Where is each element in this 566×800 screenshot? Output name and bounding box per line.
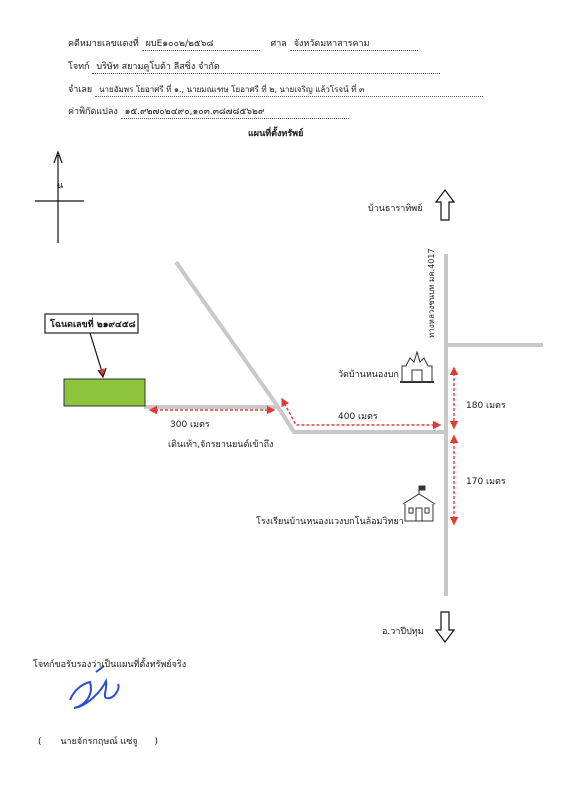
- up-arrow-icon: [434, 189, 456, 221]
- coordinate-line: ค่าพิกัดแปลง ๑๕.๙๒๗๐๒๔๙๐,๑๐๓.๓๘๗๘๕๖๒๙: [68, 104, 349, 119]
- defendant-label: จำเลย: [68, 85, 93, 95]
- north-arrow-icon: [35, 150, 84, 243]
- access-note: เดินเท้า,จักรยานยนต์เข้าถึง: [168, 440, 274, 450]
- school-icon: [402, 485, 436, 522]
- parcel-block: [63, 378, 146, 407]
- signer-paren-open: (: [38, 737, 42, 747]
- signature-accent: [95, 665, 105, 673]
- distance-label-180: 180 เมตร: [466, 401, 506, 411]
- certification-text: โจทก์ขอรับรองว่าเป็นแผนที่ตั้งทรัพย์จริง: [33, 660, 187, 670]
- court-value: จังหวัดมหาสารคาม: [289, 36, 418, 51]
- defendant-value: นายอัมพร โยอาศรี ที่ ๑., นายมณเฑษ โยอาศร…: [95, 83, 484, 97]
- coordinate-label: ค่าพิกัดแปลง: [68, 107, 118, 117]
- direction-south-label: อ.วาปีปทุม: [382, 627, 424, 637]
- map-title: แผนที่ตั้งทรัพย์: [248, 129, 304, 139]
- signature-mark: [69, 677, 120, 709]
- defendant-line: จำเลย นายอัมพร โยอาศรี ที่ ๑., นายมณเฑษ …: [68, 82, 484, 97]
- plaintiff-label: โจทก์: [68, 62, 90, 72]
- road-label: ทางหลวงชนบท มค.4017: [427, 248, 436, 338]
- distance-arrow-400: [281, 397, 442, 430]
- parcel-label: โฉนดเลขที่ ๒๑๙๔๕๘: [50, 320, 136, 330]
- signer-name: นายจักรกฤษณ์ แซ่จู: [60, 737, 138, 747]
- signer-line: ( นายจักรกฤษณ์ แซ่จู ): [38, 734, 158, 748]
- case-number-value: ผบE๑๐๐๒/๒๕๖๘: [141, 36, 260, 51]
- court-label: ศาล: [270, 39, 287, 49]
- plaintiff-value: บริษัท สยามคูโบต้า ลีสซิ่ง จำกัด: [92, 59, 441, 74]
- plaintiff-line: โจทก์ บริษัท สยามคูโบต้า ลีสซิ่ง จำกัด: [68, 59, 441, 74]
- coordinate-value: ๑๕.๙๒๗๐๒๔๙๐,๑๐๓.๓๘๗๘๕๖๒๙: [120, 104, 349, 119]
- north-label: น: [57, 181, 64, 191]
- distance-label-400: 400 เมตร: [338, 412, 378, 422]
- distance-label-300: 300 เมตร: [170, 420, 210, 430]
- school-label: โรงเรียนบ้านหนองแวงบกโนล้อมวิทยา: [256, 517, 404, 527]
- signer-paren-close: ): [154, 737, 159, 747]
- parcel-label-box: [44, 313, 139, 334]
- temple-icon: [400, 350, 434, 383]
- temple-label: วัดบ้านหนองบก: [338, 370, 399, 380]
- case-number-label: คดีหมายเลขแดงที่: [68, 39, 139, 49]
- down-arrow-icon: [434, 611, 456, 643]
- parcel-pointer: [89, 332, 105, 377]
- case-number-line: คดีหมายเลขแดงที่ ผบE๑๐๐๒/๒๕๖๘ ศาล จังหวั…: [68, 36, 418, 51]
- distance-label-170: 170 เมตร: [466, 477, 506, 487]
- direction-north-label: บ้านธาราทิพย์: [368, 204, 423, 214]
